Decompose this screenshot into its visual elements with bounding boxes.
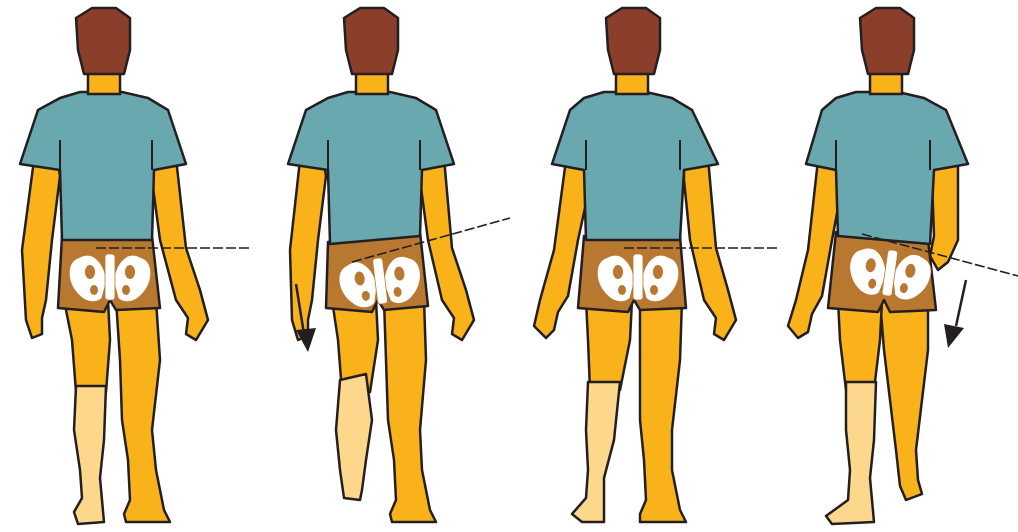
figure-3 (534, 8, 778, 522)
left-leg-lower (572, 382, 620, 522)
figure-4 (788, 8, 1018, 524)
head (860, 8, 914, 74)
pelvis-bone (69, 254, 151, 302)
head (606, 8, 660, 74)
figure-1 (20, 8, 250, 524)
head (76, 8, 130, 74)
left-leg-lower (826, 382, 876, 524)
neck (88, 72, 120, 94)
right-leg (880, 300, 928, 500)
right-leg (384, 300, 436, 522)
right-arm (684, 150, 736, 340)
right-arm (420, 150, 474, 340)
left-leg-upper (64, 300, 110, 392)
left-leg-lower (336, 374, 372, 500)
left-leg-lower (74, 386, 106, 524)
right-leg (116, 300, 170, 522)
figure-2 (288, 8, 510, 522)
left-arm (22, 150, 60, 338)
right-leg (640, 300, 686, 522)
neck (616, 72, 648, 94)
head (344, 8, 398, 74)
left-leg-upper (838, 300, 882, 390)
neck (870, 72, 902, 94)
left-leg-upper (586, 300, 632, 390)
pelvis-bone (597, 254, 679, 302)
pelvic-drop-arrow (944, 280, 966, 348)
right-arm (152, 150, 208, 340)
left-arm (290, 150, 326, 340)
neck (356, 72, 388, 94)
